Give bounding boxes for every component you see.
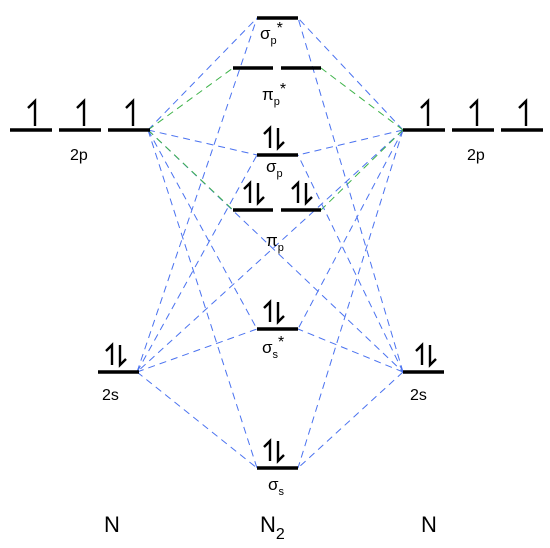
sigma-s-electrons (263, 438, 285, 464)
sigma-p-label: σp (266, 157, 283, 180)
right-2p-label: 2p (467, 147, 485, 164)
molecule-label: N2 (260, 512, 285, 543)
left-2p-label: 2p (70, 147, 88, 164)
sigma-s-star-label: σs* (262, 334, 284, 361)
right-atom-label: N (421, 512, 437, 537)
right-2s-electrons (415, 342, 437, 368)
sigma-p-electrons (263, 125, 285, 151)
left-2p-electrons (27, 98, 135, 126)
pi-p-electrons (243, 180, 313, 206)
pi-p-label: πp (266, 231, 284, 254)
sigma-p-star-label: σp* (260, 20, 283, 47)
left-atom-label: N (104, 512, 120, 537)
left-2s-electrons (105, 342, 127, 368)
pi-p-star-label: πp* (262, 81, 286, 108)
left-2p-levels (10, 98, 150, 132)
sigma-s-label: σs (268, 475, 285, 498)
left-2s-label: 2s (102, 387, 119, 404)
sigma-s-star-electrons (263, 299, 285, 325)
right-2s-label: 2s (410, 387, 427, 404)
right-2p-levels (403, 98, 543, 132)
correlation-lines (136, 17, 404, 469)
right-2p-electrons (420, 98, 528, 126)
